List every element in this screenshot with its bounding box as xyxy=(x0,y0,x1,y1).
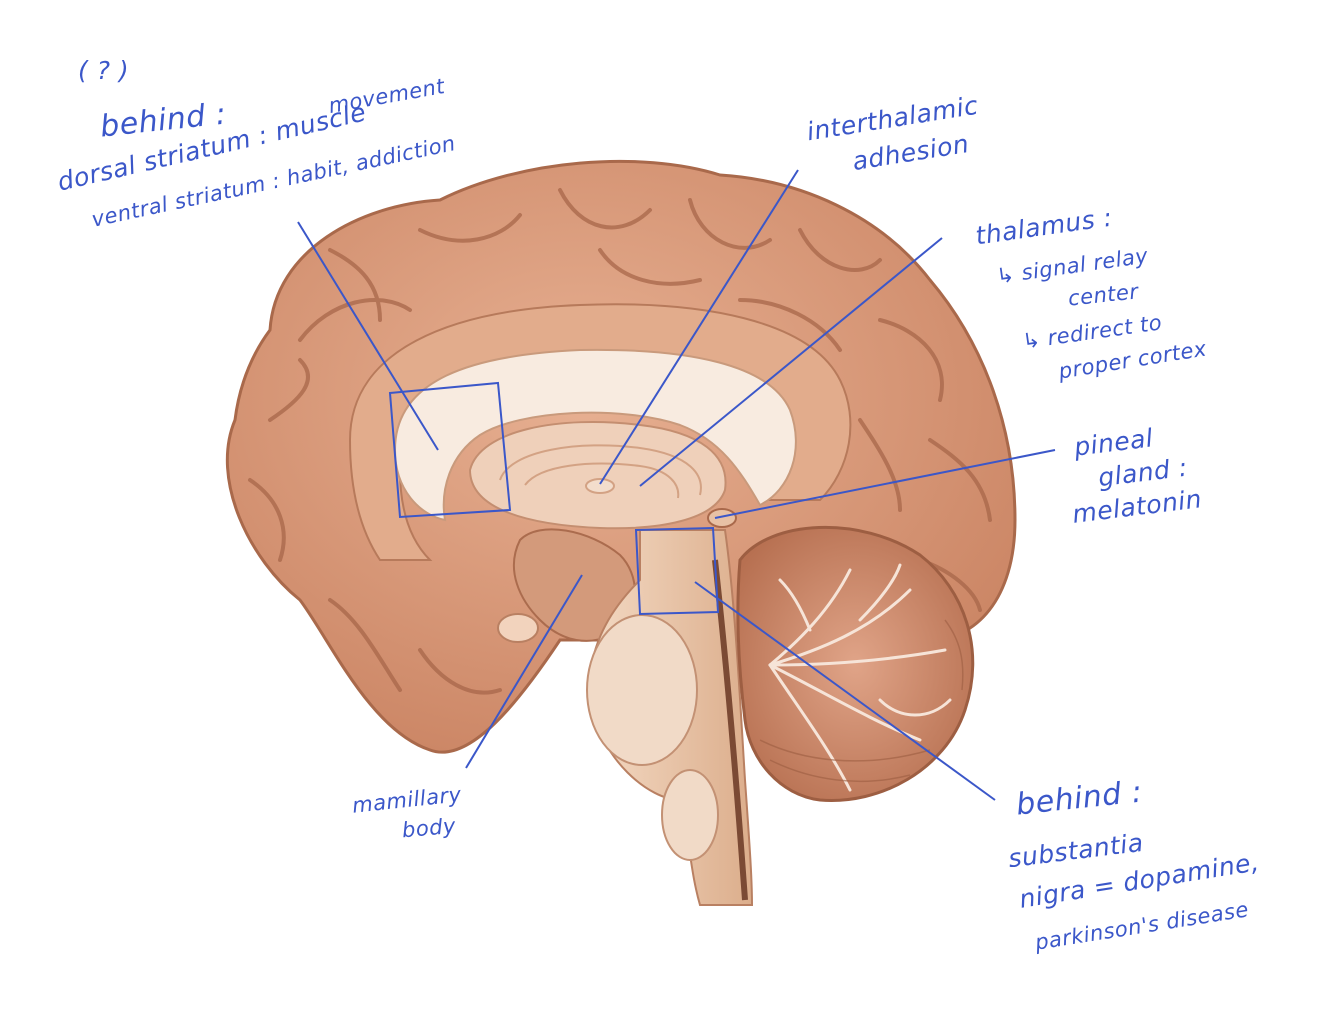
pineal-gland-shape xyxy=(707,508,737,528)
pons xyxy=(586,614,698,766)
thalamus-region xyxy=(468,421,727,530)
fourth-ventricle xyxy=(712,559,748,901)
pineal-leader xyxy=(714,449,1056,519)
cerebellum-folia xyxy=(759,619,964,783)
substantia-leader xyxy=(694,581,996,801)
thalamus-leader xyxy=(639,237,943,487)
mamillary-note-2: body xyxy=(401,813,457,843)
annotation-marks xyxy=(297,169,1056,801)
substantia-nigra-box xyxy=(634,526,720,616)
striatum-leader xyxy=(297,221,439,451)
corpus-callosum xyxy=(393,348,797,522)
mamillary-leader xyxy=(465,574,583,769)
medulla xyxy=(661,769,719,861)
mamillary-body-shape xyxy=(497,613,539,643)
thalamus-rings xyxy=(499,444,702,499)
striatum-box xyxy=(388,381,512,519)
question-mark-note: ( ? ) xyxy=(78,56,130,85)
gyri-folds xyxy=(248,188,992,695)
cerebellum xyxy=(736,525,975,802)
arbor-vitae xyxy=(768,563,952,792)
interthalamic-leader xyxy=(599,169,799,485)
